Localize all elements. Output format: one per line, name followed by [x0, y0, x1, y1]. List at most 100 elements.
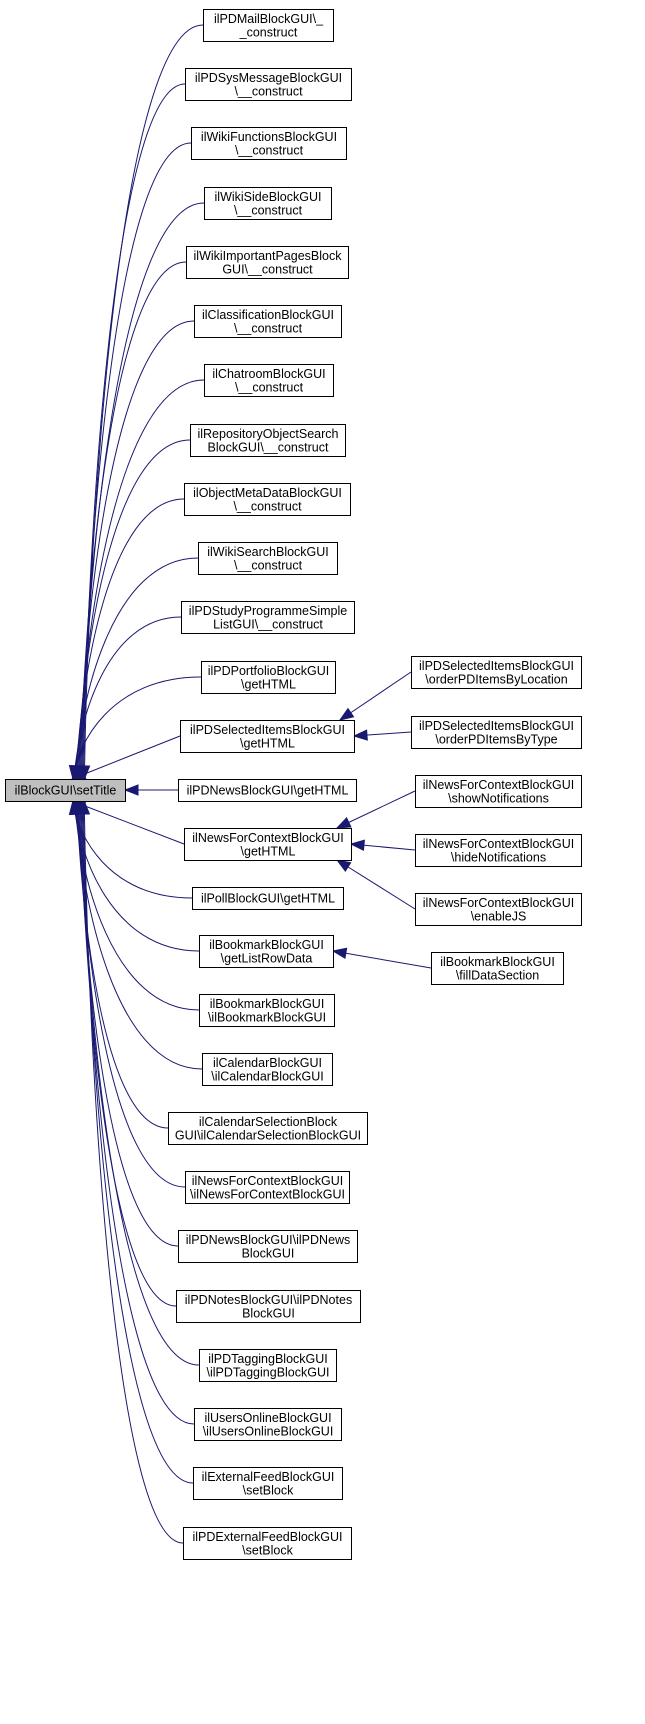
caller-node-n22[interactable]: ilPDNewsBlockGUI\ilPDNewsBlockGUI: [178, 1230, 358, 1263]
node-box: [202, 1053, 333, 1086]
node-box: [193, 1467, 343, 1500]
node-label: \__construct: [234, 558, 303, 572]
node-label: \getHTML: [241, 844, 296, 858]
node-box: [190, 424, 346, 457]
node-label: ilExternalFeedBlockGUI: [202, 1470, 335, 1484]
node-label: \__construct: [233, 499, 302, 513]
node-label: \__construct: [234, 203, 303, 217]
node-label: \orderPDItemsByType: [435, 732, 557, 746]
node-label: ilPDTaggingBlockGUI: [208, 1352, 328, 1366]
caller-node-n6[interactable]: ilClassificationBlockGUI\__construct: [194, 305, 342, 338]
node-label: ilNewsForContextBlockGUI: [192, 831, 343, 845]
node-label: \orderPDItemsByLocation: [425, 672, 567, 686]
second-level-node-m3[interactable]: ilNewsForContextBlockGUI\showNotificatio…: [415, 775, 582, 808]
node-box: [5, 779, 126, 802]
caller-node-n1[interactable]: ilPDMailBlockGUI\__construct: [203, 9, 334, 42]
node-label: ilClassificationBlockGUI: [202, 308, 334, 322]
node-label: ilWikiFunctionsBlockGUI: [201, 130, 337, 144]
edge-n17-to-root: [69, 799, 200, 952]
node-label: _construct: [239, 25, 298, 39]
edge-n13-to-root: [70, 735, 181, 780]
node-box: [415, 834, 582, 867]
second-level-node-m2[interactable]: ilPDSelectedItemsBlockGUI\orderPDItemsBy…: [411, 716, 582, 749]
caller-node-n8[interactable]: ilRepositoryObjectSearchBlockGUI\__const…: [190, 424, 346, 457]
caller-node-n15[interactable]: ilNewsForContextBlockGUI\getHTML: [184, 828, 352, 861]
node-label: \enableJS: [471, 909, 527, 923]
node-label: ilPDSysMessageBlockGUI: [195, 71, 342, 85]
node-label: ilNewsForContextBlockGUI: [192, 1174, 343, 1188]
caller-node-n16[interactable]: ilPollBlockGUI\getHTML: [192, 887, 344, 910]
caller-node-n12[interactable]: ilPDPortfolioBlockGUI\getHTML: [201, 661, 336, 694]
caller-node-n3[interactable]: ilWikiFunctionsBlockGUI\__construct: [191, 127, 347, 160]
node-box: [191, 127, 347, 160]
node-box: [199, 935, 334, 968]
node-box: [411, 656, 582, 689]
node-label: ilNewsForContextBlockGUI: [423, 837, 574, 851]
node-label: ilPDPortfolioBlockGUI: [208, 664, 330, 678]
caller-node-n21[interactable]: ilNewsForContextBlockGUI\ilNewsForContex…: [185, 1171, 350, 1204]
caller-node-n19[interactable]: ilCalendarBlockGUI\ilCalendarBlockGUI: [202, 1053, 333, 1086]
node-label: ilPDSelectedItemsBlockGUI: [190, 723, 345, 737]
node-box: [203, 9, 334, 42]
second-level-node-m4[interactable]: ilNewsForContextBlockGUI\hideNotificatio…: [415, 834, 582, 867]
node-label: BlockGUI: [242, 1306, 295, 1320]
node-label: \showNotifications: [448, 791, 549, 805]
caller-node-n2[interactable]: ilPDSysMessageBlockGUI\__construct: [185, 68, 352, 101]
edge-n20-to-root: [71, 799, 169, 1129]
node-label: \ilNewsForContextBlockGUI: [190, 1187, 345, 1201]
edge-n23-to-root: [74, 799, 177, 1307]
caller-node-n24[interactable]: ilPDTaggingBlockGUI\ilPDTaggingBlockGUI: [199, 1349, 337, 1382]
edge-m5-to-n15: [335, 859, 416, 910]
node-label: ilNewsForContextBlockGUI: [423, 778, 574, 792]
node-label: \setBlock: [242, 1543, 293, 1557]
node-label: \ilUsersOnlineBlockGUI: [203, 1424, 334, 1438]
caller-node-n23[interactable]: ilPDNotesBlockGUI\ilPDNotesBlockGUI: [176, 1290, 361, 1323]
node-label: ilWikiSearchBlockGUI: [207, 545, 329, 559]
node-label: \getHTML: [240, 736, 295, 750]
node-label: \ilBookmarkBlockGUI: [208, 1010, 326, 1024]
caller-node-n9[interactable]: ilObjectMetaDataBlockGUI\__construct: [184, 483, 351, 516]
caller-node-n11[interactable]: ilPDStudyProgrammeSimpleListGUI\__constr…: [181, 601, 355, 634]
node-label: ilPDNewsBlockGUI\getHTML: [187, 784, 349, 798]
caller-node-n4[interactable]: ilWikiSideBlockGUI\__construct: [204, 187, 332, 220]
root-node-setTitle[interactable]: ilBlockGUI\setTitle: [5, 779, 126, 802]
caller-node-n20[interactable]: ilCalendarSelectionBlockGUI\ilCalendarSe…: [168, 1112, 368, 1145]
caller-node-n7[interactable]: ilChatroomBlockGUI\__construct: [204, 364, 334, 397]
node-label: ilBookmarkBlockGUI: [209, 938, 324, 952]
second-level-node-m1[interactable]: ilPDSelectedItemsBlockGUI\orderPDItemsBy…: [411, 656, 582, 689]
edge-m1-to-n13: [338, 671, 412, 721]
caller-node-n13[interactable]: ilPDSelectedItemsBlockGUI\getHTML: [180, 720, 355, 753]
caller-node-n26[interactable]: ilExternalFeedBlockGUI\setBlock: [193, 1467, 343, 1500]
caller-node-n14[interactable]: ilPDNewsBlockGUI\getHTML: [178, 779, 357, 802]
node-label: ilBookmarkBlockGUI: [210, 997, 325, 1011]
node-label: ilBookmarkBlockGUI: [440, 955, 555, 969]
node-box: [186, 246, 349, 279]
node-box: [178, 779, 357, 802]
node-box: [181, 601, 355, 634]
node-box: [185, 1171, 350, 1204]
node-box: [199, 1349, 337, 1382]
node-label: ilChatroomBlockGUI: [212, 367, 325, 381]
edge-n7-to-root: [72, 379, 205, 781]
caller-node-n18[interactable]: ilBookmarkBlockGUI\ilBookmarkBlockGUI: [199, 994, 335, 1027]
caller-node-n17[interactable]: ilBookmarkBlockGUI\getListRowData: [199, 935, 334, 968]
node-label: ilWikiImportantPagesBlock: [194, 249, 343, 263]
node-label: ilObjectMetaDataBlockGUI: [193, 486, 342, 500]
node-label: \ilCalendarBlockGUI: [211, 1069, 324, 1083]
caller-node-n27[interactable]: ilPDExternalFeedBlockGUI\setBlock: [183, 1527, 352, 1560]
second-level-node-m6[interactable]: ilBookmarkBlockGUI\fillDataSection: [431, 952, 564, 985]
caller-node-n10[interactable]: ilWikiSearchBlockGUI\__construct: [198, 542, 338, 575]
edge-n3-to-root: [76, 142, 192, 781]
node-box: [415, 893, 582, 926]
node-label: GUI\__construct: [222, 262, 313, 276]
node-label: \__construct: [235, 380, 304, 394]
edge-n19-to-root: [70, 799, 203, 1070]
node-label: \getHTML: [241, 677, 296, 691]
node-box: [194, 1408, 342, 1441]
second-level-node-m5[interactable]: ilNewsForContextBlockGUI\enableJS: [415, 893, 582, 926]
node-label: ilPDSelectedItemsBlockGUI: [419, 719, 574, 733]
node-label: \setBlock: [243, 1483, 294, 1497]
caller-node-n25[interactable]: ilUsersOnlineBlockGUI\ilUsersOnlineBlock…: [194, 1408, 342, 1441]
